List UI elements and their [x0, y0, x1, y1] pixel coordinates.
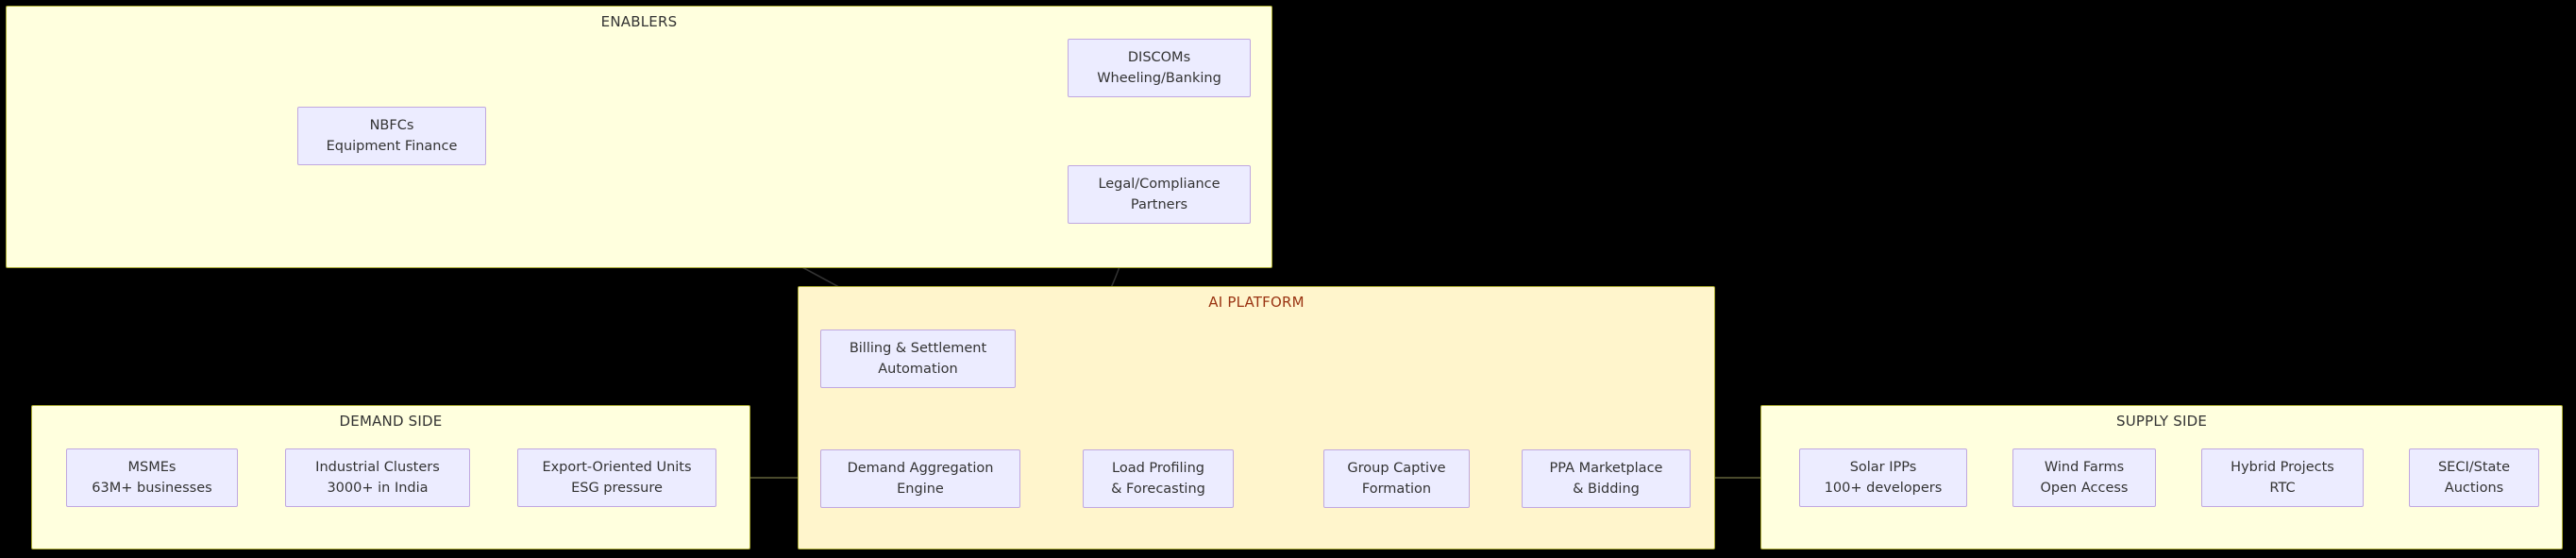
node-industrial-clusters[interactable]: Industrial Clusters 3000+ in India — [285, 448, 470, 507]
node-export-line2: ESG pressure — [571, 481, 663, 496]
cluster-title-ai-platform: AI PLATFORM — [1208, 294, 1305, 311]
node-captive-line1: Group Captive — [1347, 460, 1446, 476]
node-ppa-marketplace[interactable]: PPA Marketplace & Bidding — [1522, 449, 1691, 508]
node-loadprofile-line1: Load Profiling — [1112, 460, 1204, 476]
node-solar-line1: Solar IPPs — [1849, 459, 1917, 475]
node-discoms-line2: Wheeling/Banking — [1097, 71, 1221, 86]
node-clusters-line2: 3000+ in India — [327, 481, 429, 496]
node-wind-line2: Open Access — [2040, 481, 2129, 496]
node-loadprofile-line2: & Forecasting — [1111, 482, 1205, 497]
node-export-oriented-units[interactable]: Export-Oriented Units ESG pressure — [517, 448, 716, 507]
node-clusters-line1: Industrial Clusters — [315, 459, 440, 475]
node-aggregation-line1: Demand Aggregation — [847, 460, 994, 476]
node-billing-settlement[interactable]: Billing & Settlement Automation — [820, 330, 1016, 388]
node-legal-line1: Legal/Compliance — [1098, 176, 1221, 192]
node-seci-line1: SECI/State — [2437, 459, 2511, 475]
node-ppa-line2: & Bidding — [1573, 482, 1640, 497]
node-nbfcs[interactable]: NBFCs Equipment Finance — [297, 107, 486, 165]
node-captive-line2: Formation — [1361, 482, 1432, 497]
cluster-title-enablers: ENABLERS — [600, 13, 678, 30]
node-msmes-line1: MSMEs — [127, 459, 177, 475]
node-discoms-line1: DISCOMs — [1127, 49, 1191, 65]
node-solar-ipps[interactable]: Solar IPPs 100+ developers — [1799, 448, 1967, 507]
node-hybrid-line2: RTC — [2269, 481, 2296, 496]
node-aggregation-line2: Engine — [897, 482, 944, 497]
node-nbfcs-line2: Equipment Finance — [326, 139, 458, 154]
node-load-profiling[interactable]: Load Profiling & Forecasting — [1083, 449, 1234, 508]
node-demand-aggregation[interactable]: Demand Aggregation Engine — [820, 449, 1020, 508]
node-wind-farms[interactable]: Wind Farms Open Access — [2012, 448, 2156, 507]
node-hybrid-line1: Hybrid Projects — [2231, 459, 2334, 475]
cluster-title-demand-side: DEMAND SIDE — [339, 413, 443, 430]
node-msmes[interactable]: MSMEs 63M+ businesses — [66, 448, 238, 507]
cluster-enablers: ENABLERS NBFCs Equipment Finance DISCOMs… — [6, 6, 1272, 268]
node-export-line1: Export-Oriented Units — [542, 459, 692, 475]
node-seci-state-auctions[interactable]: SECI/State Auctions — [2409, 448, 2539, 507]
node-hybrid-projects[interactable]: Hybrid Projects RTC — [2201, 448, 2364, 507]
cluster-title-supply-side: SUPPLY SIDE — [2115, 413, 2208, 430]
node-billing-line1: Billing & Settlement — [849, 340, 987, 356]
node-discoms[interactable]: DISCOMs Wheeling/Banking — [1068, 39, 1251, 97]
cluster-demand-side: DEMAND SIDE MSMEs 63M+ businesses Indust… — [31, 405, 750, 550]
node-msmes-line2: 63M+ businesses — [92, 481, 212, 496]
node-billing-line2: Automation — [878, 362, 958, 377]
cluster-supply-side: SUPPLY SIDE Solar IPPs 100+ developers W… — [1760, 405, 2563, 550]
node-nbfcs-line1: NBFCs — [369, 117, 414, 133]
node-solar-line2: 100+ developers — [1824, 481, 1943, 496]
cluster-ai-platform: AI PLATFORM Billing & Settlement Automat… — [798, 286, 1715, 550]
node-legal-compliance[interactable]: Legal/Compliance Partners — [1068, 165, 1251, 224]
node-legal-line2: Partners — [1130, 197, 1188, 212]
node-seci-line2: Auctions — [2444, 481, 2504, 496]
node-ppa-line1: PPA Marketplace — [1549, 460, 1663, 476]
node-group-captive[interactable]: Group Captive Formation — [1323, 449, 1470, 508]
node-wind-line1: Wind Farms — [2044, 459, 2125, 475]
